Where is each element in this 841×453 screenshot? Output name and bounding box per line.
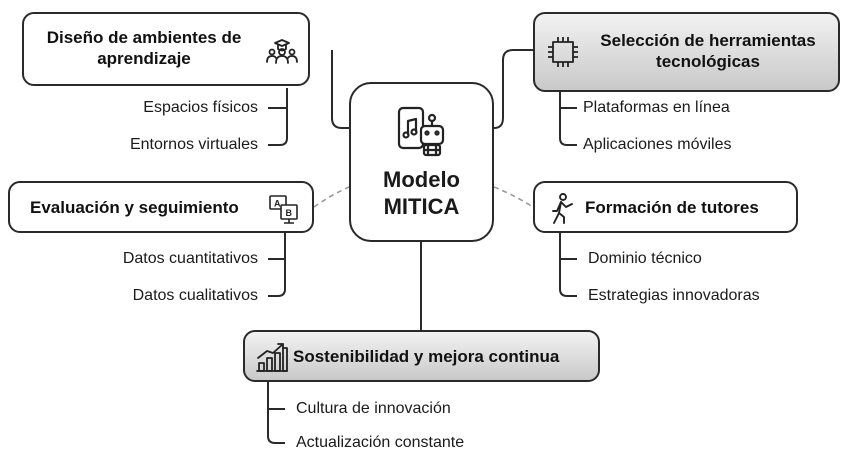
- chip-icon: [548, 37, 578, 67]
- item-datos-cuantitativos: Datos cuantitativos: [122, 250, 258, 267]
- node-seleccion-title-line1: Selección de herramientas: [600, 31, 816, 50]
- node-seleccion-title: Selección de herramientas tecnológicas: [581, 30, 835, 72]
- svg-text:A: A: [274, 199, 281, 209]
- item-estrategias-innovadoras: Estrategias innovadoras: [588, 287, 760, 304]
- node-formacion: Formación de tutores: [533, 181, 798, 233]
- center-title-line2: MITICA: [383, 194, 460, 219]
- dashed-connector-evaluacion: [313, 186, 350, 208]
- node-diseno-title-line2: aprendizaje: [97, 49, 191, 68]
- node-seleccion-title-line2: tecnológicas: [656, 52, 760, 71]
- item-espacios-fisicos: Espacios físicos: [143, 99, 258, 116]
- ab-test-icon: A B: [269, 195, 298, 224]
- item-cultura-de-innovacion: Cultura de innovación: [296, 400, 451, 417]
- item-plataformas-en-linea: Plataformas en línea: [583, 99, 730, 116]
- node-sostenibilidad-title: Sostenibilidad y mejora continua: [293, 347, 560, 366]
- bracket-formacion: [559, 233, 577, 297]
- connector-seleccion: [493, 49, 533, 129]
- bracket-seleccion: [559, 92, 577, 146]
- item-aplicaciones-moviles: Aplicaciones móviles: [583, 136, 732, 153]
- people-graduation-icon: [266, 39, 298, 64]
- bracket-evaluacion: [268, 233, 286, 297]
- node-diseno-title: Diseño de ambientes de aprendizaje: [24, 27, 264, 69]
- node-diseno: Diseño de ambientes de aprendizaje: [22, 12, 310, 86]
- item-entornos-virtuales: Entornos virtuales: [129, 136, 258, 153]
- center-node: Modelo MITICA: [349, 82, 494, 242]
- connector-diseno: [331, 50, 349, 129]
- growth-chart-icon: [256, 343, 288, 372]
- node-evaluacion-title: Evaluación y seguimiento: [30, 198, 239, 217]
- bracket-sostenibilidad: [267, 382, 285, 444]
- tablet-robot-icon: [397, 106, 444, 157]
- dashed-connector-formacion: [493, 186, 534, 208]
- node-formacion-title: Formación de tutores: [585, 198, 759, 217]
- node-seleccion: Selección de herramientas tecnológicas: [533, 12, 840, 92]
- center-title: Modelo MITICA: [383, 166, 460, 220]
- item-actualizacion-constante: Actualización constante: [296, 434, 465, 451]
- node-diseno-title-line1: Diseño de ambientes de: [46, 28, 242, 47]
- center-title-line1: Modelo: [383, 167, 460, 192]
- bracket-diseno: [268, 88, 288, 146]
- item-dominio-tecnico: Dominio técnico: [588, 250, 702, 267]
- node-evaluacion: Evaluación y seguimiento A B: [8, 181, 314, 233]
- svg-text:B: B: [286, 208, 293, 218]
- item-datos-cualitativos: Datos cualitativos: [132, 287, 258, 304]
- person-pointing-icon: [552, 193, 573, 224]
- node-sostenibilidad: Sostenibilidad y mejora continua: [243, 330, 600, 382]
